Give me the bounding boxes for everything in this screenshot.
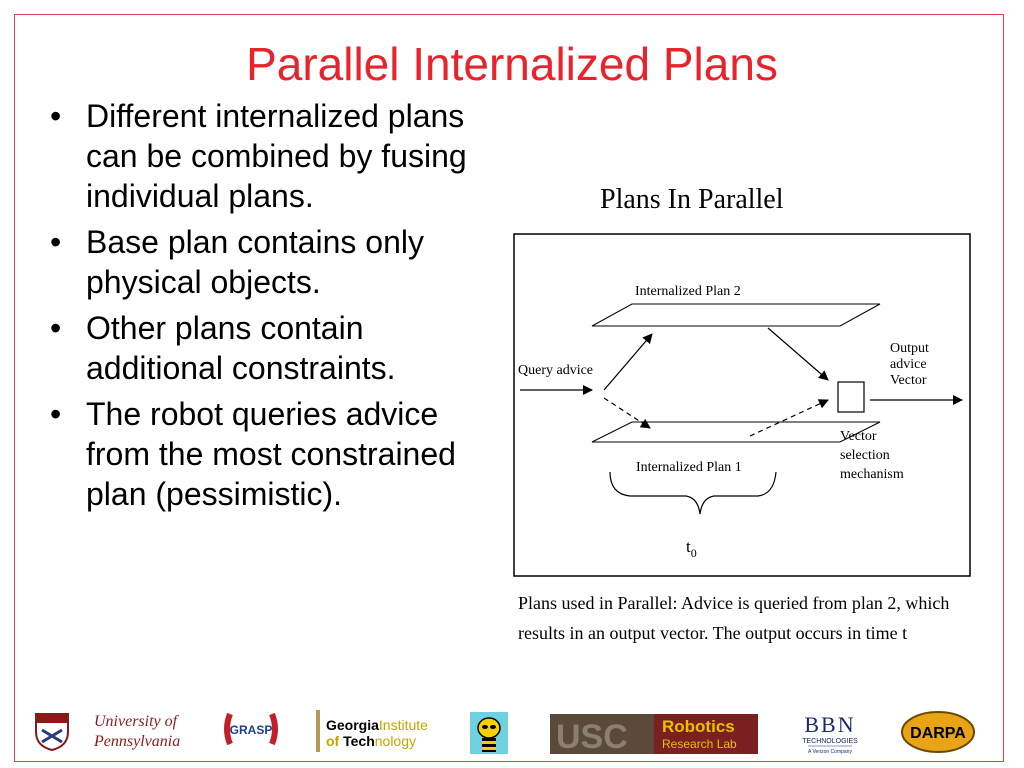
bullet-text: Different internalized plans can be comb… — [86, 98, 467, 214]
bullet-item: • Different internalized plans can be com… — [44, 96, 494, 216]
t0-label: t0 — [686, 537, 697, 560]
bbn-text: BBN — [804, 712, 855, 737]
plan1-plane — [591, 421, 881, 443]
figure-caption: Plans used in Parallel: Advice is querie… — [518, 593, 950, 643]
query-label: Query advice — [518, 363, 593, 378]
darpa-text: DARPA — [910, 725, 966, 742]
yellowjacket-icon — [470, 712, 508, 754]
bullet-dot: • — [50, 396, 62, 432]
bullet-text: Base plan contains only physical objects… — [86, 224, 424, 300]
grasp-logo: GRASP — [224, 712, 278, 746]
bullet-item: • Base plan contains only physical object… — [44, 222, 494, 302]
plan1-label: Internalized Plan 1 — [636, 460, 742, 475]
bullet-dot: • — [50, 310, 62, 346]
vector-line: selection — [840, 448, 890, 463]
penn-line: University of — [94, 713, 178, 730]
output-line: Vector — [890, 373, 927, 388]
figure-title: Plans In Parallel — [600, 184, 784, 215]
bbn-logo: BBN TECHNOLOGIES A Verizon Company — [802, 712, 858, 755]
svg-text:of Technology: of Technology — [326, 733, 416, 749]
bullet-item: • Other plans contain additional constrai… — [44, 308, 494, 388]
bullet-text: The robot queries advice from the most c… — [86, 396, 456, 512]
penn-line: Pennsylvania — [94, 733, 181, 750]
research-lab-text: Research Lab — [662, 737, 737, 751]
robotics-text: Robotics — [662, 717, 735, 736]
penn-shield-icon — [35, 713, 69, 752]
diagram-border — [513, 233, 971, 577]
plan2-out-arrow — [767, 327, 829, 381]
vector-line: mechanism — [840, 467, 904, 482]
plan2-label: Internalized Plan 2 — [635, 284, 741, 299]
vector-line: Vector — [840, 429, 877, 444]
usc-robotics-logo: USC Robotics Research Lab — [550, 714, 758, 754]
output-line: advice — [890, 357, 927, 372]
penn-wordmark: University of Pennsylvania — [94, 712, 180, 752]
georgia-tech-logo: GeorgiaInstitute of Technology — [316, 710, 428, 752]
brace — [609, 471, 777, 515]
usc-text: USC — [556, 718, 628, 754]
bullet-text: Other plans contain additional constrain… — [86, 310, 396, 386]
bullet-item: • The robot queries advice from the most … — [44, 394, 494, 514]
bbn-sub2-text: A Verizon Company — [808, 749, 852, 755]
slide-frame — [14, 14, 1004, 762]
to-plan2-arrow — [603, 333, 653, 391]
output-label: Output advice Vector — [890, 341, 932, 388]
bullet-list: • Different internalized plans can be com… — [44, 96, 494, 520]
plans-diagram: Internalized Plan 2 Internalized Plan 1 … — [513, 233, 971, 577]
svg-text:GeorgiaInstitute: GeorgiaInstitute — [326, 717, 428, 733]
to-plan1-arrow — [603, 397, 651, 429]
bullet-dot: • — [50, 98, 62, 134]
slide-title: Parallel Internalized Plans — [246, 38, 778, 90]
plan2-plane — [591, 303, 881, 327]
vector-selection-label: Vector selection mechanism — [840, 429, 904, 482]
grasp-text: GRASP — [230, 723, 273, 737]
bullet-dot: • — [50, 224, 62, 260]
darpa-logo: DARPA — [901, 711, 975, 753]
output-line: Output — [890, 341, 929, 356]
bbn-sub-text: TECHNOLOGIES — [802, 738, 858, 745]
vector-selection-box — [837, 381, 865, 413]
